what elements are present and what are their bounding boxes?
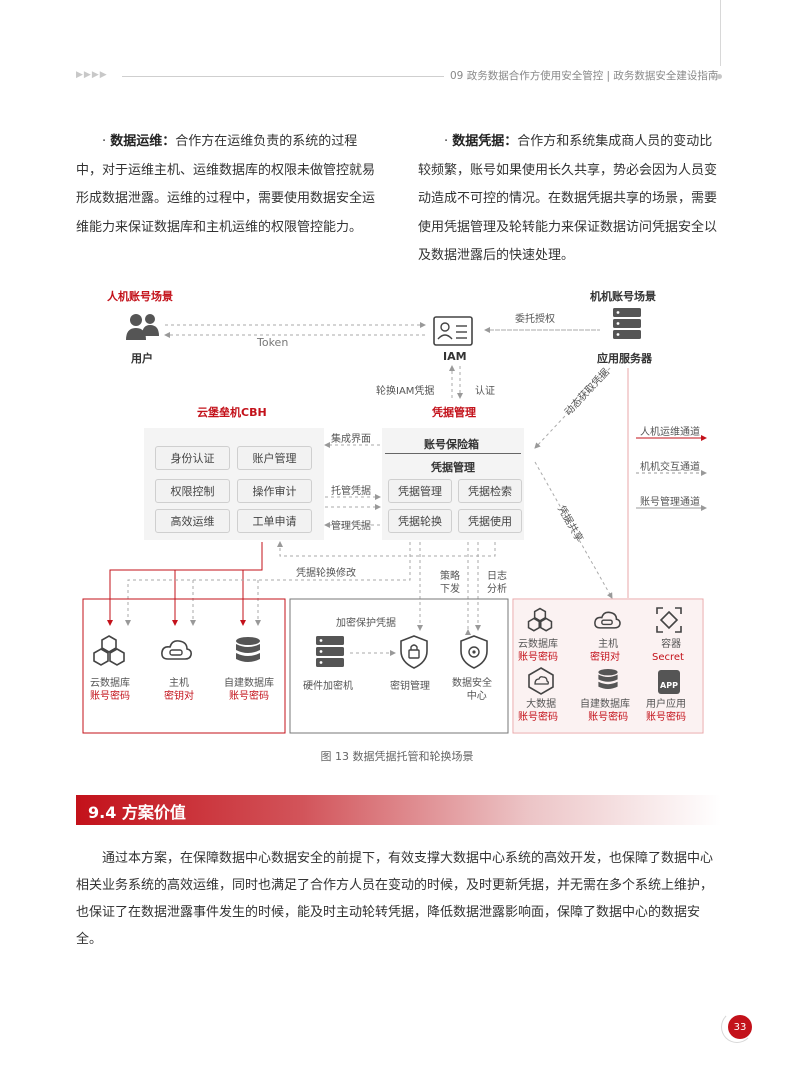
section-title: 9.4 方案价值 bbox=[88, 803, 186, 822]
database-icon bbox=[598, 669, 618, 689]
vault-button-manage[interactable]: 凭据管理 bbox=[388, 479, 452, 503]
custody-label: 托管凭据 bbox=[331, 486, 371, 497]
host-cloud-icon bbox=[594, 611, 621, 629]
cbh-button-ticket[interactable]: 工单申请 bbox=[237, 509, 312, 533]
cloud-db-icon bbox=[93, 635, 125, 666]
credential-diagram: 人机账号场景 机机账号场景 用户 Token IAM 委托授权 应用服务器 轮换… bbox=[0, 280, 794, 770]
host-cloud-icon bbox=[161, 640, 192, 660]
right-target-cloud-db: 云数据库账号密码 bbox=[518, 639, 558, 663]
human-scene-label: 人机账号场景 bbox=[107, 290, 173, 303]
data-ops-term: 数据运维： bbox=[110, 134, 176, 149]
middle-target-dsc: 数据安全 中心 bbox=[452, 678, 492, 702]
right-target-panel bbox=[514, 600, 702, 732]
token-label: Token bbox=[257, 336, 289, 349]
key-shield-icon bbox=[400, 635, 428, 669]
user-label: 用户 bbox=[131, 352, 153, 365]
left-target-cloud-db: 云数据库账号密码 bbox=[90, 678, 130, 702]
running-header: 09 政务数据合作方使用安全管控 | 政务数据安全建设指南 bbox=[450, 70, 719, 82]
app-server-label: 应用服务器 bbox=[597, 352, 652, 365]
vault-subtitle: 凭据管理 bbox=[431, 461, 475, 474]
legend-account: 账号管理通道 bbox=[640, 497, 700, 508]
cred-mgmt-title: 凭据管理 bbox=[432, 406, 476, 419]
integrate-ui-label: 集成界面 bbox=[331, 434, 371, 445]
header-arrows: ▶▶▶▶ bbox=[76, 70, 108, 80]
cbh-button-identity[interactable]: 身份认证 bbox=[155, 446, 230, 470]
auth-label: 认证 bbox=[475, 386, 495, 397]
manage-cred-label: 管理凭据 bbox=[331, 521, 371, 532]
id-card-icon bbox=[433, 316, 473, 346]
bastion-title: 云堡垒机CBH bbox=[197, 406, 267, 419]
page-edge-line bbox=[720, 0, 721, 66]
page-number: 33 bbox=[728, 1015, 752, 1039]
vault-button-use[interactable]: 凭据使用 bbox=[458, 509, 522, 533]
cbh-button-permission[interactable]: 权限控制 bbox=[155, 479, 230, 503]
delegate-label: 委托授权 bbox=[515, 314, 555, 325]
section-header-bar bbox=[76, 795, 721, 825]
big-data-icon bbox=[528, 667, 554, 695]
vault-button-rotate[interactable]: 凭据轮换 bbox=[388, 509, 452, 533]
middle-target-kms: 密钥管理 bbox=[390, 681, 430, 692]
database-icon bbox=[236, 637, 260, 662]
server-icon bbox=[613, 308, 641, 339]
cbh-button-audit[interactable]: 操作审计 bbox=[237, 479, 312, 503]
header-dot bbox=[717, 74, 722, 79]
data-credential-term: 数据凭据： bbox=[452, 134, 518, 149]
left-target-host: 主机密钥对 bbox=[164, 678, 194, 702]
vault-button-search[interactable]: 凭据检索 bbox=[458, 479, 522, 503]
figure-caption: 图 13 数据凭据托管和轮换场景 bbox=[320, 750, 474, 763]
header-rule bbox=[122, 76, 444, 77]
left-target-self-db: 自建数据库账号密码 bbox=[224, 678, 274, 702]
cbh-button-ops[interactable]: 高效运维 bbox=[155, 509, 230, 533]
container-icon bbox=[656, 607, 682, 633]
policy-label: 策略下发 bbox=[440, 571, 460, 595]
cbh-button-account[interactable]: 账户管理 bbox=[237, 446, 312, 470]
data-credential-paragraph: · 数据凭据：合作方和系统集成商人员的变动比较频繁，账号如果使用长久共享，势必会… bbox=[418, 134, 718, 263]
data-ops-paragraph: · 数据运维：合作方在运维负责的系统的过程中，对于运维主机、运维数据库的权限未做… bbox=[76, 134, 376, 235]
hsm-server-icon bbox=[316, 636, 344, 667]
encrypt-protect-label: 加密保护凭据 bbox=[336, 618, 396, 629]
rotate-iam-label: 轮换IAM凭据 bbox=[376, 386, 435, 397]
right-target-bigdata: 大数据账号密码 bbox=[518, 699, 558, 723]
page-number-ring bbox=[721, 1011, 753, 1043]
cloud-db-icon bbox=[527, 607, 553, 632]
app-icon: APP bbox=[658, 670, 680, 694]
solution-value-paragraph: 通过本方案，在保障数据中心数据安全的前提下，有效支撑大数据中心系统的高效开发，也… bbox=[76, 851, 714, 947]
security-center-shield-icon bbox=[460, 635, 488, 669]
diagram-connectors bbox=[82, 322, 707, 734]
legend-machine: 机机交互通道 bbox=[640, 462, 700, 473]
iam-label: IAM bbox=[443, 350, 467, 363]
vault-title: 账号保险箱 bbox=[424, 438, 479, 451]
machine-scene-label: 机机账号场景 bbox=[590, 290, 656, 303]
users-icon bbox=[126, 314, 159, 340]
vault-divider bbox=[385, 453, 521, 454]
right-target-host: 主机密钥对 bbox=[590, 639, 620, 663]
log-label: 日志分析 bbox=[487, 571, 507, 595]
middle-target-hsm: 硬件加密机 bbox=[303, 681, 353, 692]
legend-human-ops: 人机运维通道 bbox=[640, 427, 700, 438]
rotate-modify-label: 凭据轮换修改 bbox=[296, 568, 356, 579]
right-target-user-app: 用户应用账号密码 bbox=[646, 699, 686, 723]
right-target-self-db: 自建数据库 账号密码 bbox=[580, 699, 630, 723]
